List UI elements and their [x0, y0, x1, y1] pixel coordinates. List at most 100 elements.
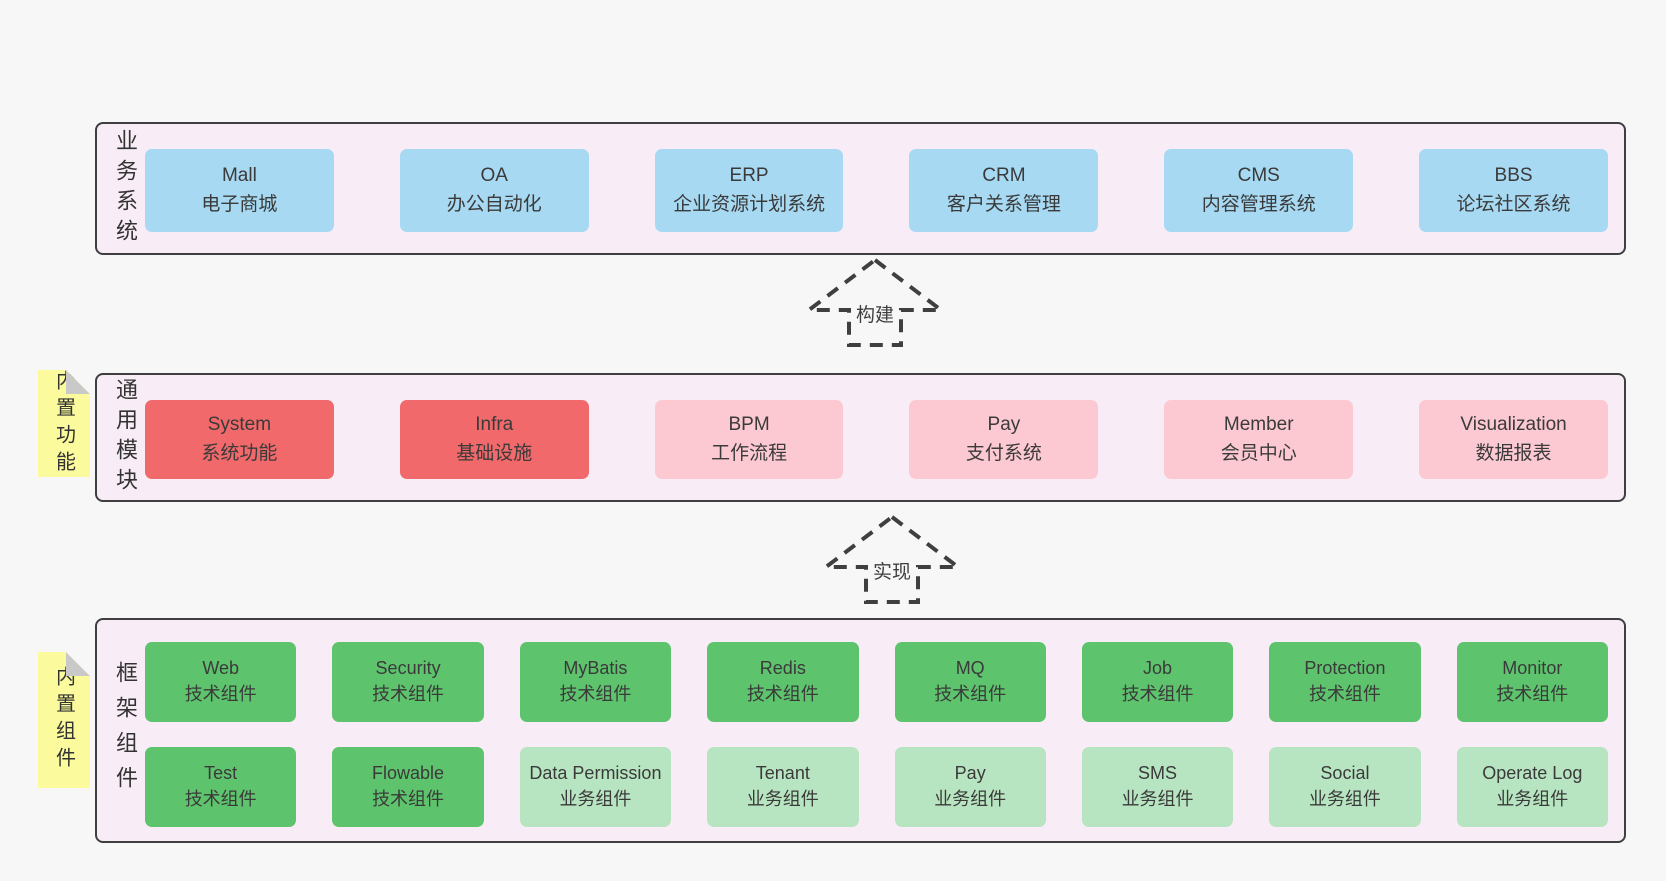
- box-sms: SMS 业务组件: [1081, 747, 1234, 827]
- box-subtitle: 技术组件: [1121, 684, 1194, 704]
- box-subtitle: 技术组件: [1308, 684, 1381, 704]
- box-subtitle: 会员中心: [1220, 442, 1297, 464]
- box-bpm: BPM 工作流程: [654, 400, 844, 479]
- box-tenant: Tenant 业务组件: [707, 747, 859, 827]
- box-mybatis: MyBatis 技术组件: [519, 642, 672, 722]
- box-protection: Protection 技术组件: [1269, 642, 1421, 722]
- framework-components-section: 框架组件 Web 技术组件 Security 技术组件 MyBatis 技术组件…: [95, 618, 1626, 843]
- box-title: CMS: [1237, 165, 1280, 186]
- box-subtitle: 技术组件: [934, 684, 1007, 704]
- box-subtitle: 技术组件: [184, 789, 257, 809]
- box-subtitle: 技术组件: [184, 684, 257, 704]
- box-title: ERP: [729, 165, 769, 186]
- box-title: BPM: [728, 414, 770, 435]
- box-title: MQ: [955, 658, 985, 679]
- box-visualization: Visualization 数据报表: [1419, 400, 1608, 479]
- build-arrow-icon: 构建: [803, 257, 947, 347]
- box-title: Operate Log: [1482, 763, 1583, 784]
- note-text: 内置组件: [52, 666, 75, 774]
- box-subtitle: 业务组件: [559, 789, 632, 809]
- box-title: Security: [375, 658, 441, 679]
- box-title: Test: [204, 763, 238, 784]
- box-title: Pay: [954, 763, 986, 784]
- box-title: Visualization: [1460, 414, 1567, 435]
- box-subtitle: 基础设施: [456, 442, 533, 464]
- box-title: Protection: [1304, 658, 1386, 679]
- box-data-permission: Data Permission 业务组件: [519, 747, 672, 827]
- box-test: Test 技术组件: [145, 747, 297, 827]
- box-title: Member: [1223, 414, 1294, 435]
- box-pay-module: Pay 支付系统: [909, 400, 1099, 479]
- box-title: SMS: [1138, 763, 1178, 784]
- box-subtitle: 系统功能: [201, 442, 278, 464]
- box-subtitle: 业务组件: [1308, 789, 1381, 809]
- box-pay-component: Pay 业务组件: [894, 747, 1046, 827]
- box-erp: ERP 企业资源计划系统: [654, 149, 844, 232]
- box-subtitle: 业务组件: [1496, 789, 1569, 809]
- business-systems-section: 业务系统 Mall 电子商城 OA 办公自动化 ERP 企业资源计划系统 CRM…: [95, 122, 1626, 255]
- box-title: Infra: [475, 414, 514, 435]
- box-title: Job: [1143, 658, 1173, 679]
- box-title: OA: [480, 165, 508, 186]
- framework-components-row-1: Web 技术组件 Security 技术组件 MyBatis 技术组件 Redi…: [145, 642, 1608, 722]
- box-subtitle: 工作流程: [711, 442, 788, 464]
- section-label-framework: 框架组件: [113, 660, 138, 801]
- section-label-modules: 通用模块: [113, 377, 138, 498]
- common-modules-row: System 系统功能 Infra 基础设施 BPM 工作流程 Pay 支付系统…: [145, 400, 1608, 479]
- box-title: Web: [202, 658, 240, 679]
- box-security: Security 技术组件: [332, 642, 484, 722]
- box-job: Job 技术组件: [1081, 642, 1234, 722]
- sticky-note-built-in-components: 内置组件: [38, 652, 90, 788]
- box-title: Social: [1320, 763, 1370, 784]
- note-fold-icon: [66, 370, 90, 394]
- box-title: Flowable: [372, 763, 445, 784]
- box-operate-log: Operate Log 业务组件: [1456, 747, 1608, 827]
- build-arrow-label: 构建: [856, 304, 894, 326]
- box-subtitle: 技术组件: [559, 684, 632, 704]
- box-title: Redis: [759, 658, 806, 679]
- box-subtitle: 技术组件: [746, 684, 819, 704]
- box-subtitle: 数据报表: [1475, 442, 1552, 464]
- box-subtitle: 办公自动化: [446, 193, 542, 215]
- box-subtitle: 业务组件: [746, 789, 819, 809]
- box-bbs: BBS 论坛社区系统: [1419, 149, 1608, 232]
- box-subtitle: 业务组件: [934, 789, 1007, 809]
- box-title: Monitor: [1502, 658, 1563, 679]
- box-title: MyBatis: [563, 658, 628, 679]
- box-title: Mall: [221, 165, 257, 186]
- box-web: Web 技术组件: [145, 642, 297, 722]
- box-title: CRM: [982, 165, 1026, 186]
- box-subtitle: 论坛社区系统: [1456, 193, 1571, 215]
- section-label-business: 业务系统: [113, 128, 138, 249]
- box-mall: Mall 电子商城: [145, 149, 334, 232]
- box-subtitle: 电子商城: [201, 193, 278, 215]
- box-mq: MQ 技术组件: [894, 642, 1046, 722]
- box-subtitle: 业务组件: [1121, 789, 1194, 809]
- box-title: Data Permission: [529, 763, 662, 784]
- box-subtitle: 内容管理系统: [1201, 193, 1316, 215]
- box-subtitle: 企业资源计划系统: [673, 193, 826, 215]
- box-system: System 系统功能: [145, 400, 334, 479]
- note-text: 内置功能: [52, 369, 75, 478]
- box-subtitle: 技术组件: [1496, 684, 1569, 704]
- box-flowable: Flowable 技术组件: [332, 747, 484, 827]
- box-title: BBS: [1494, 165, 1533, 186]
- box-title: System: [207, 414, 272, 435]
- box-title: Tenant: [755, 763, 810, 784]
- box-social: Social 业务组件: [1269, 747, 1421, 827]
- box-monitor: Monitor 技术组件: [1456, 642, 1608, 722]
- box-subtitle: 技术组件: [372, 684, 445, 704]
- sticky-note-built-in-functions: 内置功能: [38, 370, 90, 477]
- box-infra: Infra 基础设施: [399, 400, 589, 479]
- framework-components-row-2: Test 技术组件 Flowable 技术组件 Data Permission …: [145, 747, 1608, 827]
- box-cms: CMS 内容管理系统: [1164, 149, 1354, 232]
- implement-arrow-icon: 实现: [820, 514, 964, 604]
- box-redis: Redis 技术组件: [707, 642, 859, 722]
- implement-arrow-label: 实现: [873, 561, 911, 583]
- note-fold-icon: [66, 652, 90, 676]
- box-oa: OA 办公自动化: [399, 149, 589, 232]
- box-subtitle: 客户关系管理: [946, 193, 1061, 215]
- box-subtitle: 技术组件: [372, 789, 445, 809]
- box-member: Member 会员中心: [1164, 400, 1354, 479]
